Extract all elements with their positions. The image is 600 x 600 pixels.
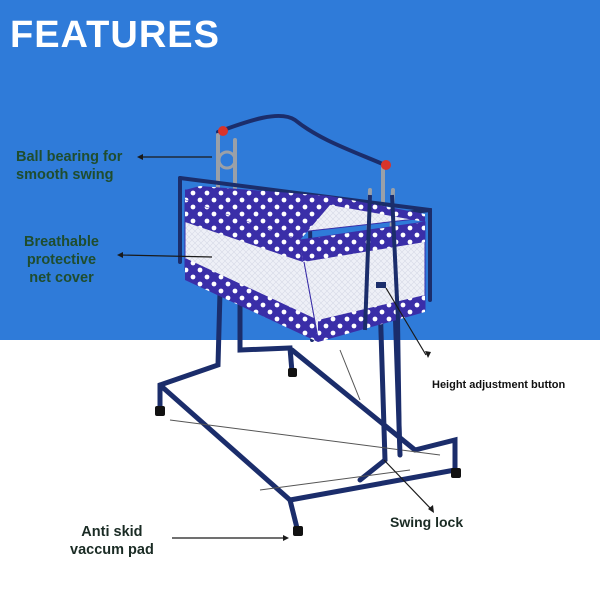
feature-label-line: smooth swing	[16, 167, 114, 183]
height-adjustment-button	[376, 282, 386, 288]
feature-label-net-cover: Breathable protective net cover	[24, 233, 99, 287]
ball-bearing	[217, 150, 237, 170]
white-background	[0, 340, 600, 600]
feature-label-swing-lock: Swing lock	[390, 514, 464, 530]
knob-right	[381, 160, 391, 170]
feature-label-line: Breathable	[24, 234, 99, 250]
foot-pads	[155, 368, 461, 536]
feature-label-line: net cover	[29, 270, 94, 286]
feature-label-line: Ball bearing for	[16, 149, 123, 165]
feature-label-line: vaccum pad	[70, 542, 154, 558]
knob-left	[218, 126, 228, 136]
feature-label-line: Anti skid	[81, 524, 143, 540]
feature-label-height-button: Height adjustment button	[432, 379, 566, 391]
feature-label-ball-bearing: Ball bearing for smooth swing	[16, 148, 122, 184]
feature-label-line: protective	[26, 252, 97, 268]
feature-label-anti-skid: Anti skid vaccum pad	[70, 523, 154, 559]
page-title: FEATURES	[10, 14, 220, 56]
